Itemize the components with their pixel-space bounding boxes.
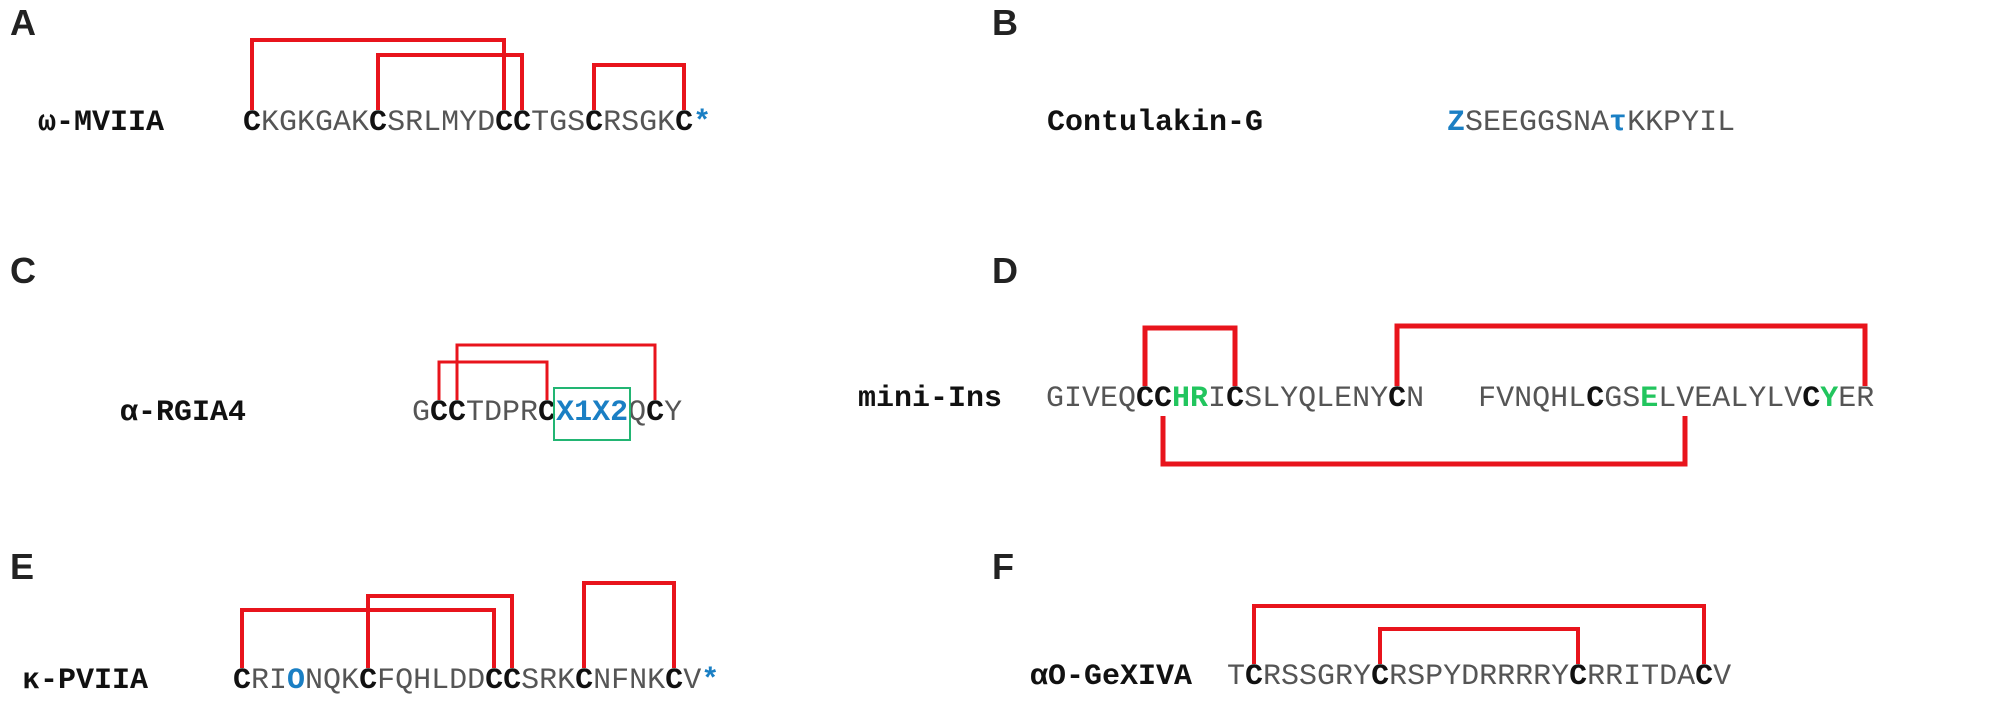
residue-amidation-mark: * <box>701 664 720 698</box>
residue-plain <box>1424 382 1478 416</box>
residue-cysteine: C <box>1388 382 1407 416</box>
residue-highlighted: Y <box>1820 382 1839 416</box>
residue-plain: LVEALYLV <box>1658 382 1803 416</box>
residue-plain: V <box>683 664 702 698</box>
residue-plain: SLYQLENY <box>1244 382 1389 416</box>
residue-plain: KGKGAK <box>261 106 370 140</box>
residue-cysteine: C <box>665 664 684 698</box>
residue-modified: X1X2 <box>556 396 629 430</box>
residue-cysteine: C <box>646 396 665 430</box>
peptide-name-c: α-RGIA4 <box>120 396 247 430</box>
residue-plain: G <box>412 396 431 430</box>
residue-cysteine: C <box>1371 660 1390 694</box>
peptide-name-a: ω-MVIIA <box>38 106 165 140</box>
residue-modified: τ <box>1609 106 1628 140</box>
residue-plain: TGS <box>531 106 586 140</box>
peptide-name-d: mini-Ins <box>858 382 1003 416</box>
sequence-d: GIVEQCCHRICSLYQLENYCN FVNQHLCGSELVEALYLV… <box>1046 382 1874 416</box>
residue-cysteine: C <box>1569 660 1588 694</box>
peptide-name-f: αO-GeXIVA <box>1030 660 1193 694</box>
sequence-e: CRIONQKCFQHLDDCCSRKCNFNKCV* <box>233 664 719 698</box>
residue-plain: SRK <box>521 664 576 698</box>
residue-plain: Q <box>628 396 647 430</box>
peptide-name-e: κ-PVIIA <box>22 664 149 698</box>
residue-cysteine: CC <box>485 664 522 698</box>
peptide-name-b: Contulakin-G <box>1047 106 1264 140</box>
residue-cysteine: C <box>1226 382 1245 416</box>
residue-plain: FVNQHL <box>1478 382 1587 416</box>
residue-plain: NQK <box>305 664 360 698</box>
residue-plain: NFNK <box>593 664 666 698</box>
residue-cysteine: C <box>369 106 388 140</box>
residue-amidation-mark: * <box>693 106 712 140</box>
residue-plain: GIVEQ <box>1046 382 1137 416</box>
residue-cysteine: CC <box>430 396 467 430</box>
residue-plain: N <box>1406 382 1425 416</box>
residue-cysteine: C <box>675 106 694 140</box>
sequence-a: CKGKGAKCSRLMYDCCTGSCRSGKC* <box>243 106 711 140</box>
residue-cysteine: C <box>233 664 252 698</box>
residue-plain: Y <box>664 396 683 430</box>
residue-plain: I <box>1208 382 1227 416</box>
panel-letter-d: D <box>992 250 1018 291</box>
sequence-f: TCRSSGRYCRSPYDRRRRYCRRITDACV <box>1227 660 1731 694</box>
panel-letter-a: A <box>10 2 36 43</box>
residue-cysteine: CC <box>495 106 532 140</box>
residue-plain: V <box>1713 660 1732 694</box>
residue-highlighted: HR <box>1172 382 1209 416</box>
sequence-c: GCCTDPRCX1X2QCY <box>412 396 682 430</box>
residue-cysteine: C <box>538 396 557 430</box>
residue-plain: FQHLDD <box>377 664 486 698</box>
residue-cysteine: C <box>359 664 378 698</box>
residue-cysteine: C <box>575 664 594 698</box>
residue-plain: RSPYDRRRRY <box>1389 660 1570 694</box>
residue-cysteine: C <box>243 106 262 140</box>
residue-plain: RI <box>251 664 288 698</box>
residue-plain: T <box>1227 660 1246 694</box>
residue-cysteine: C <box>1245 660 1264 694</box>
residue-modified: Z <box>1447 106 1466 140</box>
sequence-b: ZSEEGGSNAτKKPYIL <box>1447 106 1735 140</box>
residue-plain: GS <box>1604 382 1641 416</box>
panel-letter-f: F <box>992 546 1014 587</box>
residue-plain: SEEGGSNA <box>1465 106 1610 140</box>
residue-cysteine: C <box>1802 382 1821 416</box>
residue-cysteine: C <box>1695 660 1714 694</box>
residue-plain: RRITDA <box>1587 660 1696 694</box>
residue-cysteine: C <box>585 106 604 140</box>
residue-plain: SRLMYD <box>387 106 496 140</box>
residue-plain: ER <box>1838 382 1875 416</box>
residue-plain: RSGK <box>603 106 676 140</box>
residue-cysteine: CC <box>1136 382 1173 416</box>
residue-plain: RSSGRY <box>1263 660 1372 694</box>
panel-letter-c: C <box>10 250 36 291</box>
residue-cysteine: C <box>1586 382 1605 416</box>
residue-modified: O <box>287 664 306 698</box>
panel-letter-b: B <box>992 2 1018 43</box>
panel-letter-e: E <box>10 546 35 587</box>
residue-highlighted: E <box>1640 382 1659 416</box>
residue-plain: KKPYIL <box>1627 106 1736 140</box>
residue-plain: TDPR <box>466 396 539 430</box>
